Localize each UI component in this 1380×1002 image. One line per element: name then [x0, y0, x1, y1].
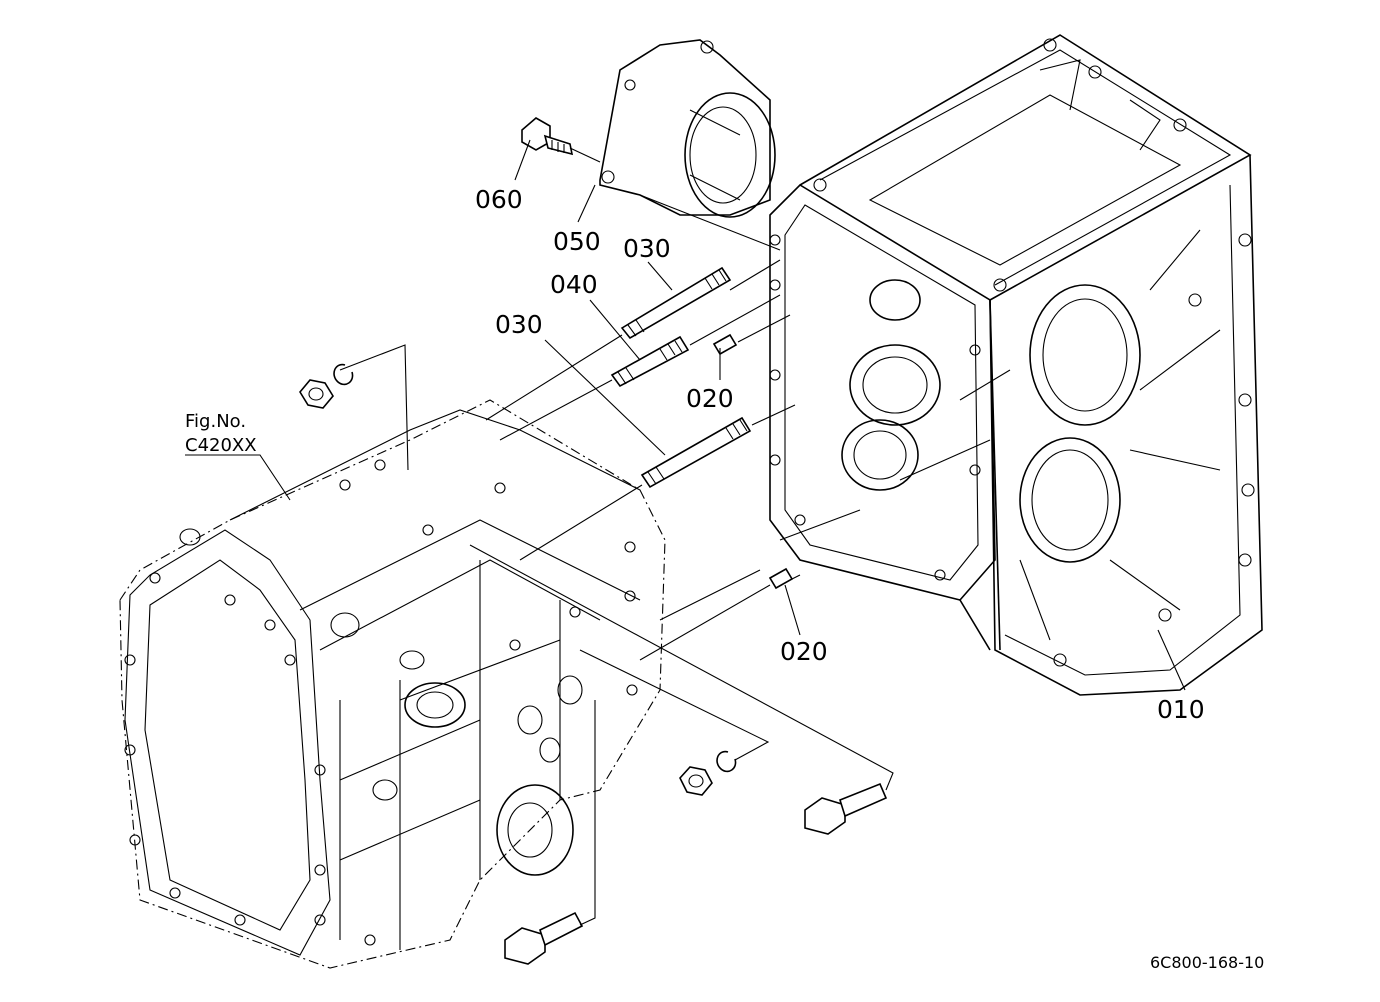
- assembly-lines: [339, 147, 1011, 926]
- stud-030-lower: [640, 416, 752, 489]
- callout-010: 010: [1157, 695, 1205, 724]
- figure-reference-code: C420XX: [185, 435, 257, 456]
- bearing-holder-050: [599, 39, 776, 218]
- bolt-060: [521, 117, 574, 156]
- figure-reference-label: Fig.No.: [185, 411, 246, 432]
- callout-030-upper: 030: [623, 234, 671, 263]
- callout-050: 050: [553, 227, 601, 256]
- transmission-case-010: [769, 34, 1263, 696]
- dowel-pin-020-upper: [712, 333, 738, 356]
- front-housing-reference: [119, 399, 666, 969]
- callout-040: 040: [550, 270, 598, 299]
- callout-020-upper: 020: [686, 384, 734, 413]
- diagram-code: 6C800-168-10: [1150, 953, 1264, 972]
- callout-leaders: [185, 139, 1186, 691]
- plug-bolt-right: [804, 782, 888, 835]
- nut-washer-upper: [299, 363, 354, 409]
- stud-030-upper: [620, 266, 732, 340]
- callout-020-lower: 020: [780, 637, 828, 666]
- nut-washer-lower: [679, 750, 737, 796]
- callout-030-lower: 030: [495, 310, 543, 339]
- callout-060: 060: [475, 185, 523, 214]
- stud-040: [610, 335, 690, 388]
- plug-bolt-left: [504, 911, 584, 965]
- dowel-pin-020-lower: [768, 567, 794, 590]
